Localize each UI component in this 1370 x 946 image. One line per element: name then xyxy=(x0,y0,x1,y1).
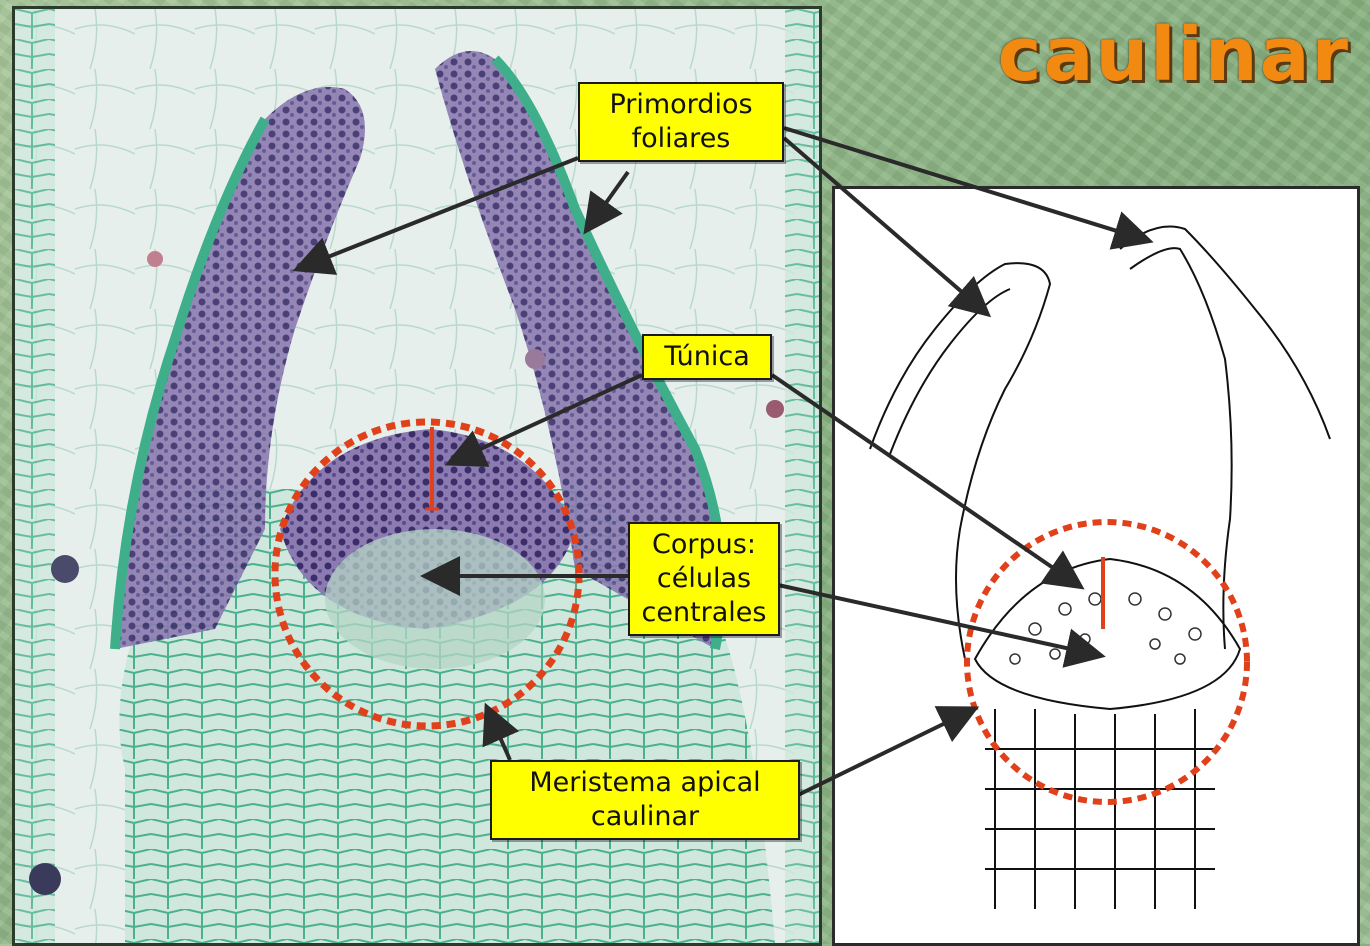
label-corpus-line-1: Corpus: xyxy=(640,528,768,562)
label-primordios-line-2: foliares xyxy=(590,122,772,156)
label-corpus-line-3: centrales xyxy=(640,596,768,630)
label-corpus-line-2: células xyxy=(640,562,768,596)
label-tunica-line-1: Túnica xyxy=(654,340,760,374)
label-tunica: Túnica xyxy=(642,334,772,380)
label-meristema-apical: Meristema apical caulinar xyxy=(490,760,800,840)
schematic-drawing xyxy=(835,189,1357,943)
label-meristema-line-1: Meristema apical xyxy=(502,766,788,800)
label-meristema-line-2: caulinar xyxy=(502,800,788,834)
label-primordios-line-1: Primordios xyxy=(590,88,772,122)
label-corpus: Corpus: células centrales xyxy=(628,522,780,636)
page-title: caulinar xyxy=(998,12,1350,98)
drawing-panel xyxy=(832,186,1360,946)
label-primordios-foliares: Primordios foliares xyxy=(578,82,784,162)
